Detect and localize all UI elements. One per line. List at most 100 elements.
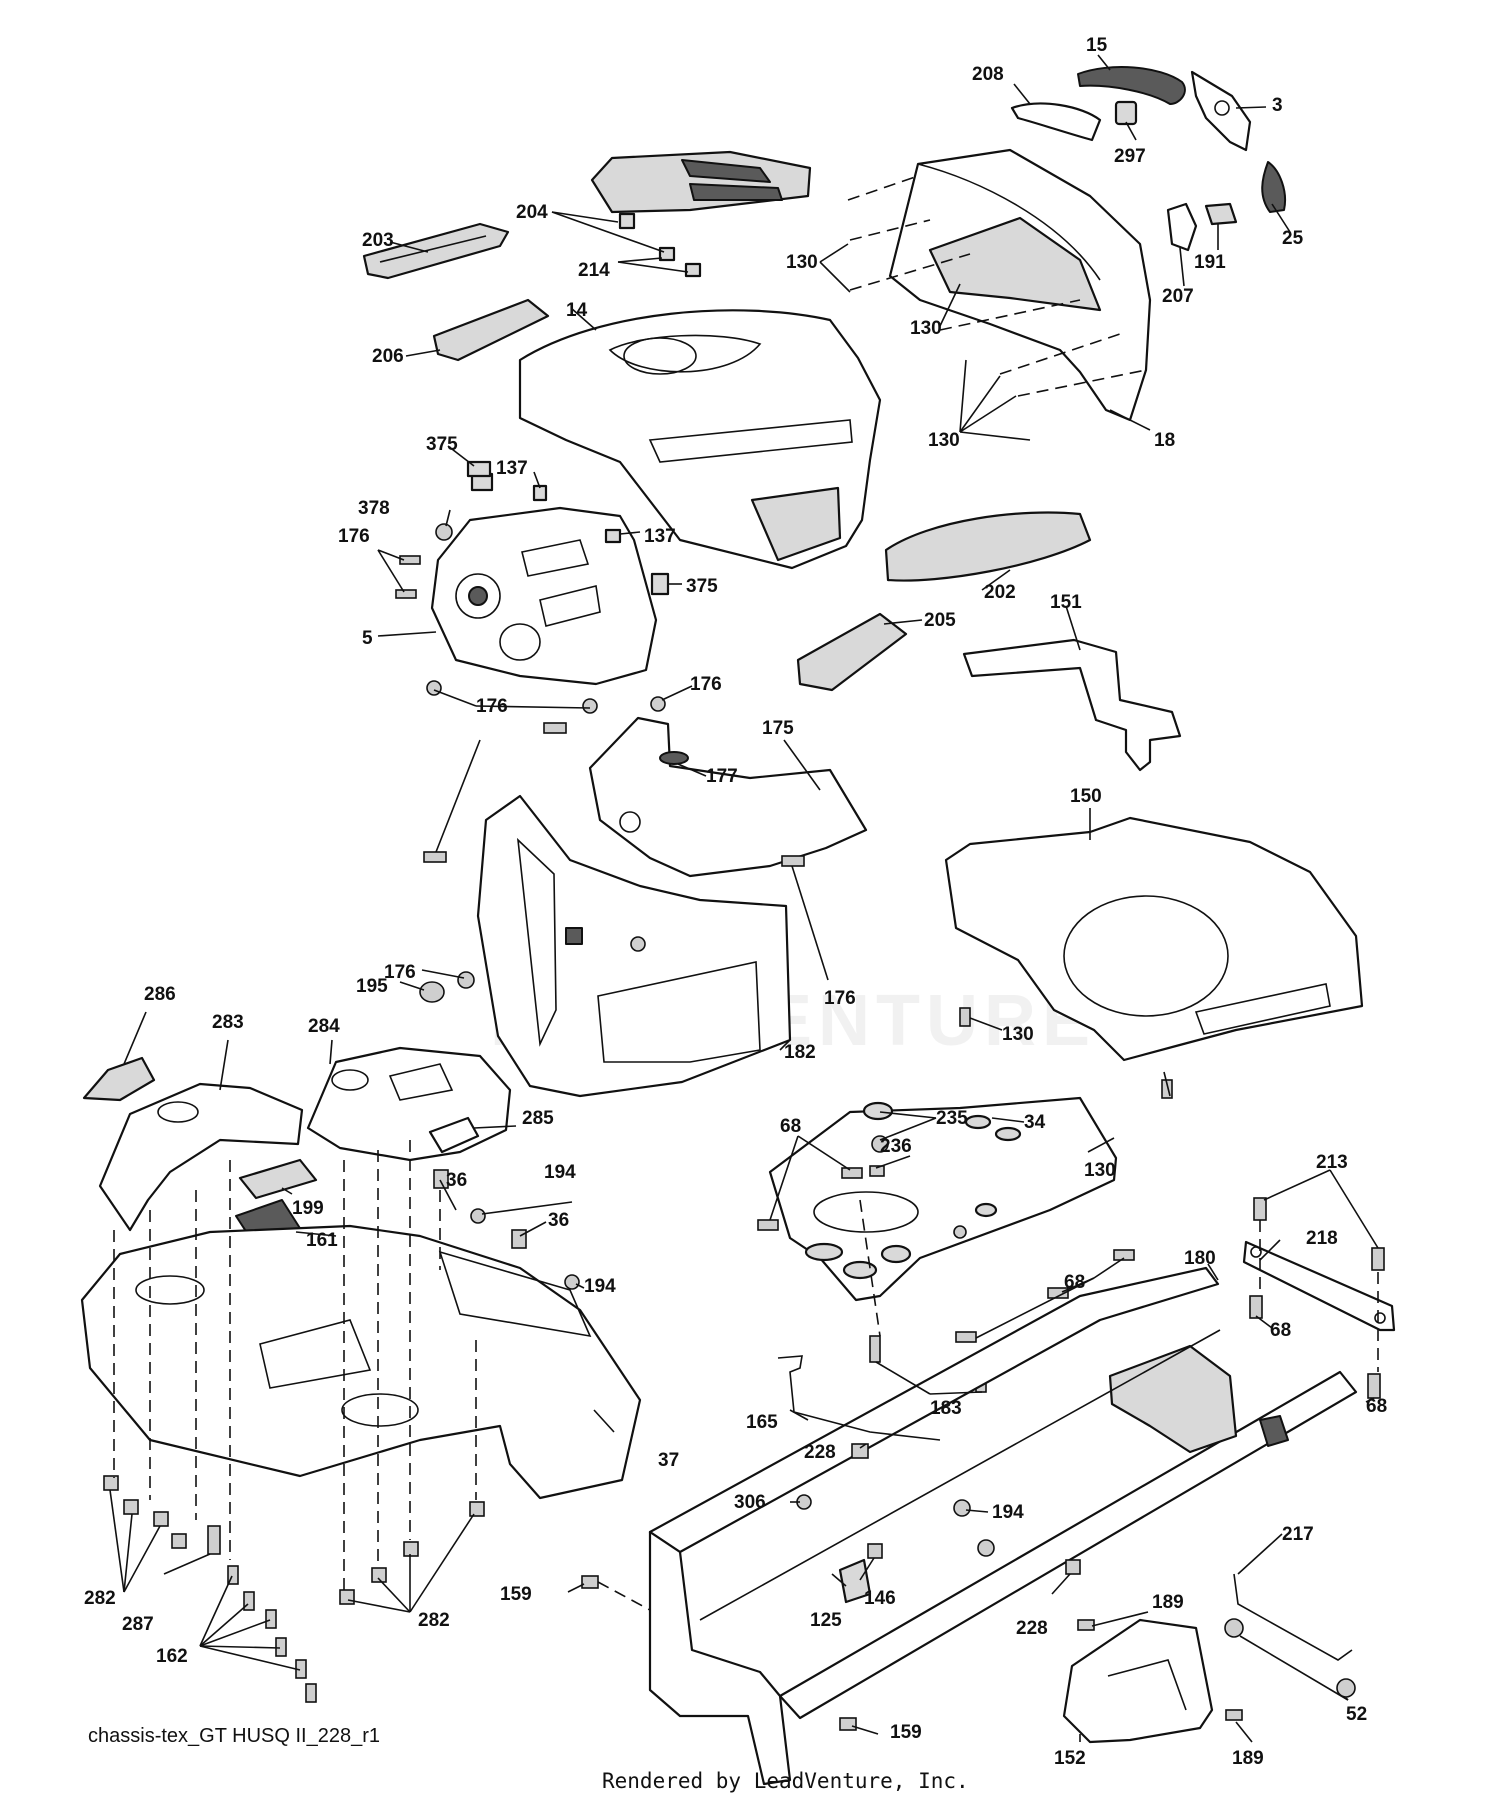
callout-130-hood-a: 130 bbox=[786, 252, 818, 273]
callout-297: 297 bbox=[1114, 146, 1146, 167]
callout-213: 213 bbox=[1316, 1152, 1348, 1173]
part-68-bolts-rail bbox=[1249, 1295, 1381, 1399]
callout-130-pan: 130 bbox=[1002, 1024, 1034, 1045]
render-credit: Rendered by LeadVenture, Inc. bbox=[602, 1769, 969, 1793]
callout-183: 183 bbox=[930, 1398, 962, 1419]
part-3-bracket bbox=[1190, 70, 1252, 152]
callout-18: 18 bbox=[1154, 430, 1175, 451]
callout-194-body-top: 194 bbox=[544, 1162, 576, 1183]
callout-286: 286 bbox=[144, 984, 176, 1005]
part-52-nuts bbox=[1224, 1618, 1356, 1698]
part-159-screws bbox=[581, 1575, 857, 1731]
part-68-bolts-plate bbox=[757, 1167, 1135, 1343]
drawing-id: chassis-tex_GT HUSQ II_228_r1 bbox=[88, 1725, 380, 1747]
callout-189-upper: 189 bbox=[1152, 1592, 1184, 1613]
part-195-plug bbox=[419, 981, 445, 1003]
part-34-plate bbox=[768, 1096, 1118, 1302]
part-182-firewall-panel bbox=[476, 794, 792, 1098]
callout-68-plate-right: 68 bbox=[1064, 1272, 1085, 1293]
callout-207: 207 bbox=[1162, 286, 1194, 307]
part-283-cover bbox=[98, 1082, 304, 1232]
callout-3: 3 bbox=[1272, 95, 1283, 116]
part-207-bracket bbox=[1166, 202, 1198, 252]
callout-137-upper: 137 bbox=[496, 458, 528, 479]
callout-152: 152 bbox=[1054, 1748, 1086, 1769]
callout-176-dash-bottom: 176 bbox=[476, 696, 508, 717]
callout-235: 235 bbox=[936, 1108, 968, 1129]
part-297-clip bbox=[1114, 100, 1138, 126]
part-284-cover bbox=[306, 1046, 512, 1162]
callout-130-hood-b: 130 bbox=[910, 318, 942, 339]
part-375-clip-lower bbox=[650, 572, 670, 596]
callout-204: 204 bbox=[516, 202, 548, 223]
callout-159-lower: 159 bbox=[890, 1722, 922, 1743]
callout-236: 236 bbox=[880, 1136, 912, 1157]
part-378-plug bbox=[435, 523, 453, 541]
callout-282-right: 282 bbox=[418, 1610, 450, 1631]
callout-191: 191 bbox=[1194, 252, 1226, 273]
callout-151: 151 bbox=[1050, 592, 1082, 613]
callout-194-body-right: 194 bbox=[584, 1276, 616, 1297]
callout-284: 284 bbox=[308, 1016, 340, 1037]
callout-34: 34 bbox=[1024, 1112, 1046, 1133]
part-176-fasteners-dash bbox=[395, 555, 666, 714]
callout-37: 37 bbox=[658, 1450, 679, 1471]
part-152-guard bbox=[1062, 1618, 1214, 1744]
callout-175: 175 bbox=[762, 718, 794, 739]
part-14-hood bbox=[518, 309, 882, 570]
callout-165: 165 bbox=[746, 1412, 778, 1433]
part-194-nut-frame bbox=[953, 1499, 995, 1557]
callout-378: 378 bbox=[358, 498, 390, 519]
part-287-screw bbox=[207, 1525, 221, 1555]
alignment-lines bbox=[113, 175, 1379, 1611]
callout-68-plate-left: 68 bbox=[780, 1116, 801, 1137]
part-165-rod bbox=[777, 1355, 941, 1441]
part-146-clip bbox=[867, 1543, 883, 1559]
callout-189-lower: 189 bbox=[1232, 1748, 1264, 1769]
part-137-clip-b bbox=[604, 528, 622, 544]
part-175-bracket bbox=[588, 716, 868, 878]
part-285-trim bbox=[428, 1116, 480, 1154]
callout-14: 14 bbox=[566, 300, 588, 321]
part-194-nuts-body bbox=[470, 1208, 580, 1290]
part-199-insert bbox=[238, 1158, 318, 1200]
callout-177: 177 bbox=[706, 766, 738, 787]
part-150-pan bbox=[944, 816, 1364, 1099]
callout-52: 52 bbox=[1346, 1704, 1367, 1725]
part-15-trim-strip bbox=[1077, 66, 1186, 105]
part-5-dash-panel bbox=[430, 472, 658, 686]
callout-176-firewall-right: 176 bbox=[824, 988, 856, 1009]
part-235-spacer bbox=[862, 1101, 894, 1121]
callout-285: 285 bbox=[522, 1108, 554, 1129]
part-228-fastener-b bbox=[1065, 1559, 1081, 1575]
callout-130-hood-c: 130 bbox=[928, 430, 960, 451]
callout-208: 208 bbox=[972, 64, 1004, 85]
part-205-grille-trim bbox=[796, 612, 908, 692]
part-177-grommet bbox=[659, 751, 689, 765]
callout-176-dash-right: 176 bbox=[690, 674, 722, 695]
callout-205: 205 bbox=[924, 610, 956, 631]
callout-199: 199 bbox=[292, 1198, 324, 1219]
part-125-block bbox=[838, 1558, 872, 1604]
part-36-bolts bbox=[433, 1169, 527, 1249]
part-204-hood-panel bbox=[590, 150, 812, 278]
callout-150: 150 bbox=[1070, 786, 1102, 807]
callout-287: 287 bbox=[122, 1614, 154, 1635]
callout-5: 5 bbox=[362, 628, 373, 649]
part-206-vent bbox=[432, 298, 550, 362]
callout-25: 25 bbox=[1282, 228, 1304, 249]
callout-125: 125 bbox=[810, 1610, 842, 1631]
part-286-cap bbox=[82, 1056, 156, 1102]
part-180-frame bbox=[648, 1266, 1358, 1786]
callout-375-upper: 375 bbox=[426, 434, 458, 455]
part-162-screws bbox=[227, 1565, 317, 1703]
callout-282-left: 282 bbox=[84, 1588, 116, 1609]
part-202-grille bbox=[884, 511, 1092, 582]
callout-203: 203 bbox=[362, 230, 394, 251]
part-217-rod bbox=[1233, 1573, 1353, 1661]
part-37-body bbox=[80, 1224, 642, 1500]
callout-195: 195 bbox=[356, 976, 388, 997]
part-191-clip bbox=[1204, 202, 1238, 226]
callout-36-right: 36 bbox=[548, 1210, 569, 1231]
